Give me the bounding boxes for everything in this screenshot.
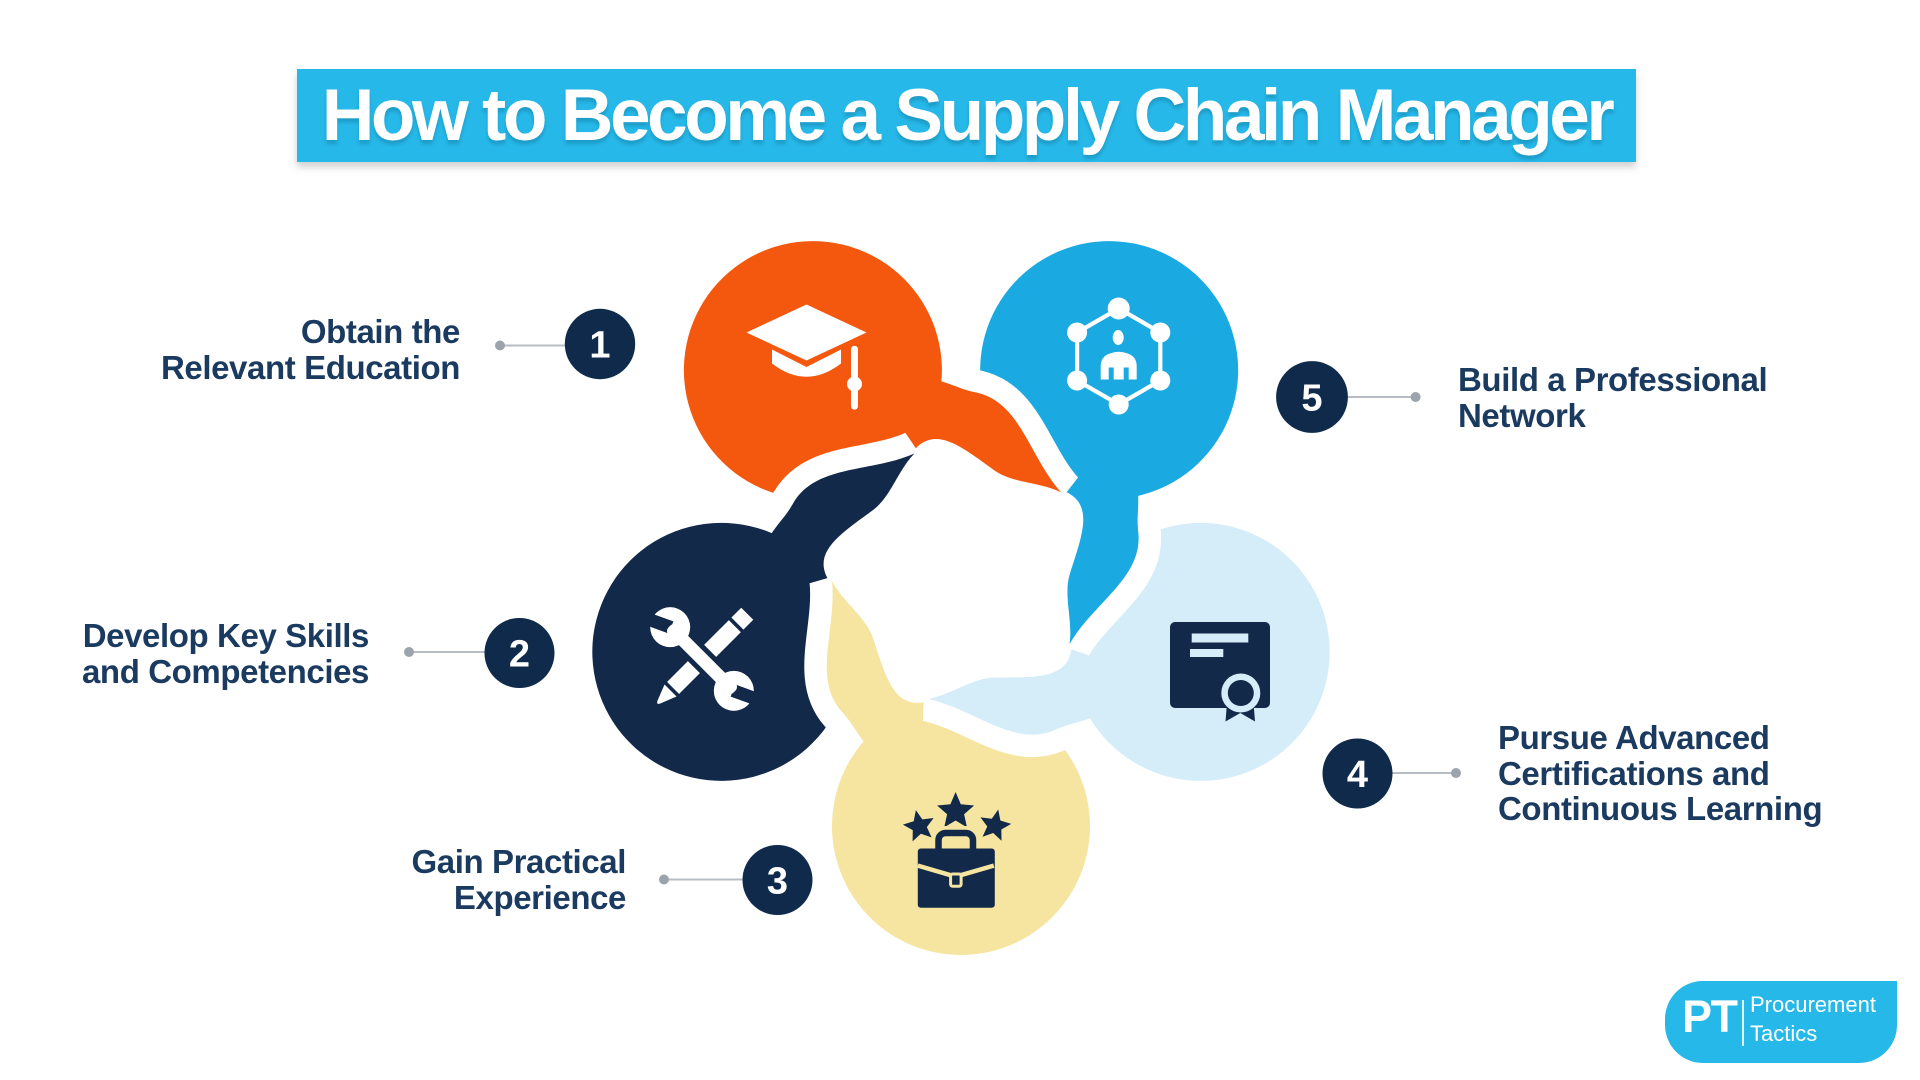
svg-text:2: 2 bbox=[509, 634, 530, 676]
svg-text:1: 1 bbox=[589, 325, 610, 367]
svg-text:5: 5 bbox=[1301, 378, 1322, 420]
svg-text:4: 4 bbox=[1347, 754, 1368, 796]
svg-text:3: 3 bbox=[767, 861, 788, 903]
